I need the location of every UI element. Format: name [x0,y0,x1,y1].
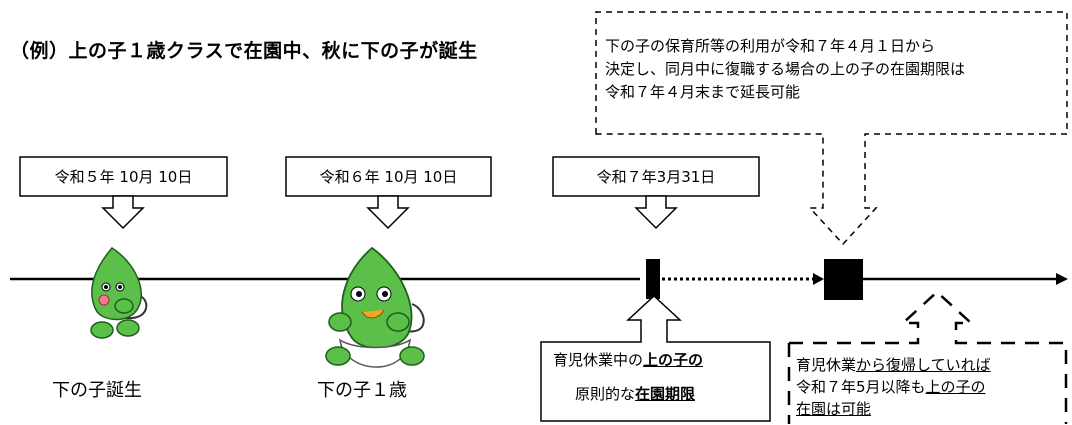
date-box-3-frame [552,156,760,197]
mascot-baby-image [90,247,148,339]
timeline-end-arrowhead [1056,273,1068,285]
date-label-1: 令和５年 10月 10日 [54,168,193,186]
date-label-2: 令和６年 10月 10日 [319,168,458,186]
caption-one-year: 下の子１歳 [317,380,407,401]
top-note-line-1: 下の子の保育所等の利用が令和７年４月１日から [605,37,936,55]
down-arrow-2 [366,195,410,230]
diagram-title: （例）上の子１歳クラスで在園中、秋に下の子が誕生 [10,40,478,62]
marker-april-end [824,259,863,300]
bottom-left-note-line-1: 育児休業中の上の子の [553,349,703,371]
caption-birth: 下の子誕生 [52,380,142,401]
bottom-left-note-line-2: 原則的な在園期限 [575,383,695,405]
br-line1-plain: 育児休業 [796,356,857,374]
down-arrow-1 [101,195,145,230]
br-line3-u: 在園は可能 [796,400,872,418]
top-note-text: 下の子の保育所等の利用が令和７年４月１日から 決定し、同月中に復職する場合の上の… [605,35,965,104]
bl-line1-plain: 育児休業中の [553,351,644,369]
bl-line2-plain: 原則的な [575,385,636,403]
bl-line1-emph: 上の子の [643,351,704,369]
bottom-right-note-line-3: 在園は可能 [796,398,871,420]
br-line1-u: から復帰していれば [856,356,991,374]
marker-mar31 [646,259,660,299]
top-note-line-3: 令和７年４月末まで延長可能 [605,83,801,101]
date-box-2-frame [285,156,492,197]
dotted-segment-arrowhead [813,273,824,285]
top-note-line-2: 決定し、同月中に復職する場合の上の子の在園期限は [605,60,966,78]
bottom-right-note-line-2: 令和７年5月以降も上の子の [796,376,986,398]
bottom-right-note-line-1: 育児休業から復帰していれば [796,354,991,376]
top-note-dashed-frame [595,11,1068,246]
date-label-3: 令和７年3月31日 [596,168,716,186]
mascot-toddler-image [325,246,425,368]
br-line2-u: 上の子の [925,378,986,396]
bl-line2-emph: 在園期限 [635,385,696,403]
br-line2-plain: 令和７年5月以降も [796,378,926,396]
bottom-right-note-frame [787,290,1068,424]
down-arrow-3 [634,195,678,230]
bottom-left-note-frame [540,294,771,422]
